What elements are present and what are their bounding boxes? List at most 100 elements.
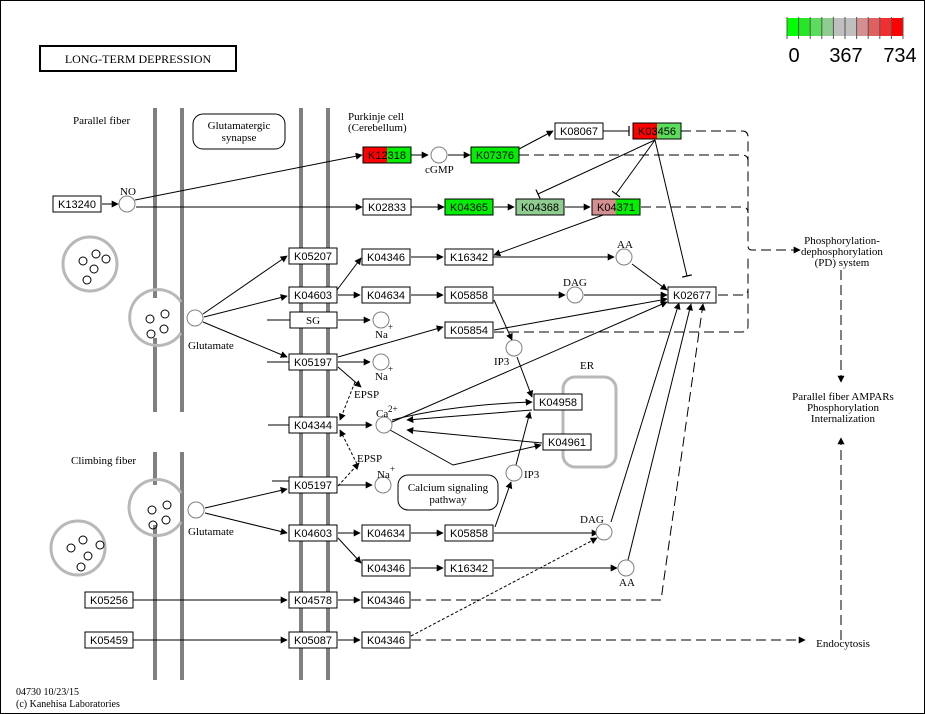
- gene-node-k05854[interactable]: K05854: [444, 321, 494, 339]
- compound-aa[interactable]: [615, 248, 633, 266]
- gene-node-k02677[interactable]: K02677: [667, 286, 717, 304]
- gene-label: K04365: [450, 202, 488, 214]
- gene-label: K05087: [294, 635, 332, 647]
- gene-box-border: [632, 122, 682, 140]
- vesicle-icon: [82, 275, 92, 285]
- compound-ip3[interactable]: [505, 339, 523, 357]
- gene-node-k16342[interactable]: K16342: [444, 559, 494, 577]
- compound-ca[interactable]: [375, 416, 393, 434]
- gene-node-k05459[interactable]: K05459: [84, 631, 134, 649]
- gene-label: K05197: [294, 357, 332, 369]
- compound-ip3[interactable]: [505, 464, 523, 482]
- gene-box-border: [542, 433, 592, 451]
- gene-color-segment: [543, 434, 591, 450]
- pathway-link-box[interactable]: [192, 113, 286, 150]
- pd-system-label[interactable]: Phosphorylation-: [804, 235, 880, 247]
- gene-node-k03456[interactable]: K03456: [632, 122, 682, 140]
- vesicle-icon: [78, 535, 88, 545]
- gene-box-border: [361, 524, 411, 542]
- vesicle-icon: [95, 540, 105, 550]
- gene-node-k04578[interactable]: K04578: [288, 591, 338, 609]
- pathway-link-label: pathway: [429, 494, 467, 506]
- compound-glutamate[interactable]: [187, 501, 205, 519]
- edge-activation: [204, 512, 288, 535]
- gene-box-border: [533, 393, 583, 411]
- gene-color-segment: [362, 525, 410, 541]
- gene-node-k04634[interactable]: K04634: [361, 286, 411, 304]
- pathway-link-box[interactable]: [397, 474, 499, 511]
- compound-na[interactable]: [374, 476, 392, 494]
- gene-node-k04958[interactable]: K04958: [533, 393, 583, 411]
- gene-node-k04603[interactable]: K04603: [288, 286, 338, 304]
- gene-node-k13240[interactable]: K13240: [52, 195, 102, 213]
- gene-node-k04344[interactable]: K04344: [288, 416, 338, 434]
- label-two-plus: 2+: [388, 404, 398, 414]
- pathway-link-glutamatergic[interactable]: Glutamatergic synapse: [192, 113, 286, 150]
- gene-box-border: [444, 559, 494, 577]
- sg-label: SG: [306, 315, 320, 327]
- gene-node-k05087[interactable]: K05087: [288, 631, 338, 649]
- compound-glutamate[interactable]: [186, 309, 204, 327]
- sg-box[interactable]: [289, 311, 338, 329]
- gene-node-k04346[interactable]: K04346: [361, 591, 411, 609]
- gene-node-k04371[interactable]: K04371: [591, 198, 641, 216]
- gene-color-segment: [289, 248, 337, 264]
- compound-no[interactable]: [118, 195, 136, 213]
- gene-node-k04346[interactable]: K04346: [361, 559, 411, 577]
- gene-node-k02833[interactable]: K02833: [362, 198, 412, 216]
- gene-box-border: [361, 631, 411, 649]
- gene-color-segment: [362, 592, 410, 608]
- label-aa: AA: [619, 577, 635, 589]
- compound-dag[interactable]: [566, 286, 584, 304]
- compound-aa[interactable]: [617, 559, 635, 577]
- gene-box-border: [361, 248, 411, 266]
- compound-na[interactable]: [372, 311, 390, 329]
- endocytosis-label[interactable]: Endocytosis: [816, 638, 870, 650]
- pathway-link-calcium[interactable]: Calcium signaling pathway: [397, 474, 499, 511]
- gene-node-k04634[interactable]: K04634: [361, 524, 411, 542]
- gene-node-k08067[interactable]: K08067: [554, 122, 604, 140]
- gene-color-segment: [633, 123, 657, 139]
- pd-system-label[interactable]: dephosphorylation: [801, 246, 883, 258]
- pathway-link-label: Calcium signaling: [408, 482, 489, 494]
- compound-dag[interactable]: [595, 523, 613, 541]
- gene-color-segment: [363, 199, 411, 215]
- pd-system-label[interactable]: (PD) system: [815, 257, 870, 269]
- gene-node-k04346[interactable]: K04346: [361, 631, 411, 649]
- gene-node-k04365[interactable]: K04365: [444, 198, 494, 216]
- gene-node-k05197[interactable]: K05197: [288, 353, 338, 371]
- edge-activation: [391, 398, 533, 421]
- copyright: (c) Kanehisa Laboratories: [16, 699, 120, 710]
- vesicle-icon: [101, 254, 111, 264]
- gene-node-k04961[interactable]: K04961: [542, 433, 592, 451]
- compound-na[interactable]: [372, 353, 390, 371]
- legend-max-label: 734: [883, 45, 916, 67]
- gene-node-k12318[interactable]: K12318: [362, 146, 412, 164]
- gene-node-k04346[interactable]: K04346: [361, 248, 411, 266]
- gene-color-segment: [289, 525, 337, 541]
- ampar-label: Parallel fiber AMPARs: [792, 391, 894, 403]
- edge-activation: [610, 302, 681, 523]
- gene-node-k04368[interactable]: K04368: [515, 198, 565, 216]
- edge-activation: [406, 427, 543, 444]
- gene-label: K02833: [368, 202, 406, 214]
- gene-label: K04346: [367, 595, 405, 607]
- edge-activation: [631, 263, 668, 291]
- gene-node-k05207[interactable]: K05207: [288, 247, 338, 265]
- gene-node-k05256[interactable]: K05256: [84, 591, 134, 609]
- gene-node-k16342[interactable]: K16342: [444, 248, 494, 266]
- gene-node-k07376[interactable]: K07376: [470, 146, 520, 164]
- gene-node-k05197[interactable]: K05197: [288, 476, 338, 494]
- gene-node-k05858[interactable]: K05858: [444, 286, 494, 304]
- legend-swatch: [868, 18, 880, 36]
- gene-node-k05858[interactable]: K05858: [444, 524, 494, 542]
- legend-swatch: [879, 18, 892, 36]
- gene-node-k04603[interactable]: K04603: [288, 524, 338, 542]
- map-id-date: 04730 10/23/15: [16, 687, 79, 698]
- label-dag: DAG: [563, 277, 587, 289]
- gene-box-border: [288, 631, 338, 649]
- edge-activation: [493, 296, 668, 331]
- compound-cgmp[interactable]: [430, 146, 448, 164]
- gene-color-segment: [516, 199, 540, 215]
- gene-color-segment: [289, 592, 337, 608]
